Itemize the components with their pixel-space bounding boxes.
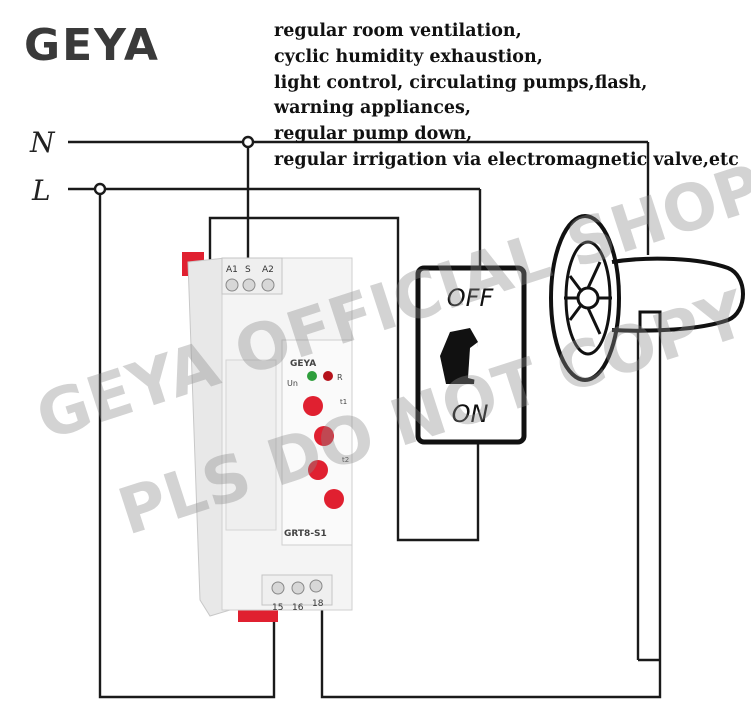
relay-terminal-a1: A1 (226, 265, 238, 275)
fan-stand (638, 310, 662, 332)
dial-3 (308, 460, 328, 480)
wire-l-to-s (208, 216, 480, 542)
junction-l (93, 182, 107, 196)
side-panel (225, 359, 277, 531)
fan (549, 214, 745, 382)
relay-terminal-15: 15 (272, 603, 283, 613)
relay-terminal-16: 16 (292, 603, 304, 613)
application-item: warning appliances, (274, 98, 471, 119)
terminal-screw-16 (291, 581, 305, 595)
application-item: regular pump down, (274, 124, 473, 145)
relay-terminal-s: S (245, 265, 251, 275)
wire-l-to-15 (98, 189, 276, 699)
terminal-screw-a1 (225, 278, 239, 292)
relay-terminal-a2: A2 (262, 265, 274, 275)
applications-list: regular room ventilation, cyclic humidit… (274, 19, 739, 174)
relay-body-left (187, 257, 231, 617)
wires (68, 140, 662, 699)
application-item: regular irrigation via electromagnetic v… (274, 149, 739, 170)
brand-logo: GEYA (24, 20, 160, 71)
relay-indicator-r: R (337, 373, 343, 382)
brand-logo-text: GEYA (24, 20, 160, 71)
live-label: L (32, 174, 51, 207)
relay-dial-label-t1: t1 (340, 398, 347, 406)
fan-guard-outer (549, 214, 621, 382)
led-un (307, 371, 317, 381)
relay-model: GRT8-S1 (284, 529, 327, 539)
junction-n (241, 135, 255, 149)
relay-dial-label-t2: t2 (342, 456, 349, 464)
terminal-screw-a2 (261, 278, 275, 292)
terminal-screw-15 (271, 581, 285, 595)
dial-1 (303, 396, 323, 416)
light-switch: OFF ON (415, 265, 527, 445)
wire-18-to-fan (320, 330, 662, 699)
application-item: light control, circulating pumps,flash, (274, 72, 648, 93)
relay-indicator-un: Un (287, 379, 298, 388)
fan-motor-housing (611, 256, 745, 333)
terminal-screw-s (242, 278, 256, 292)
switch-off-label: OFF (447, 284, 495, 312)
dial-4 (324, 489, 344, 509)
dial-2 (314, 426, 334, 446)
switch-lever-highlight (468, 342, 478, 380)
time-relay: A1 S A2 GEYA Un R t1 t2 GRT8-S1 15 16 18 (182, 252, 353, 622)
relay-terminal-18: 18 (312, 599, 324, 609)
relay-brand: GEYA (290, 359, 316, 369)
fan-blades (564, 261, 612, 335)
neutral-label: N (30, 126, 55, 159)
switch-on-label: ON (452, 400, 489, 428)
terminal-screw-18 (309, 579, 323, 593)
application-item: cyclic humidity exhaustion, (274, 46, 543, 67)
switch-lever (440, 328, 478, 384)
application-item: regular room ventilation, (274, 21, 522, 41)
led-r (323, 371, 333, 381)
